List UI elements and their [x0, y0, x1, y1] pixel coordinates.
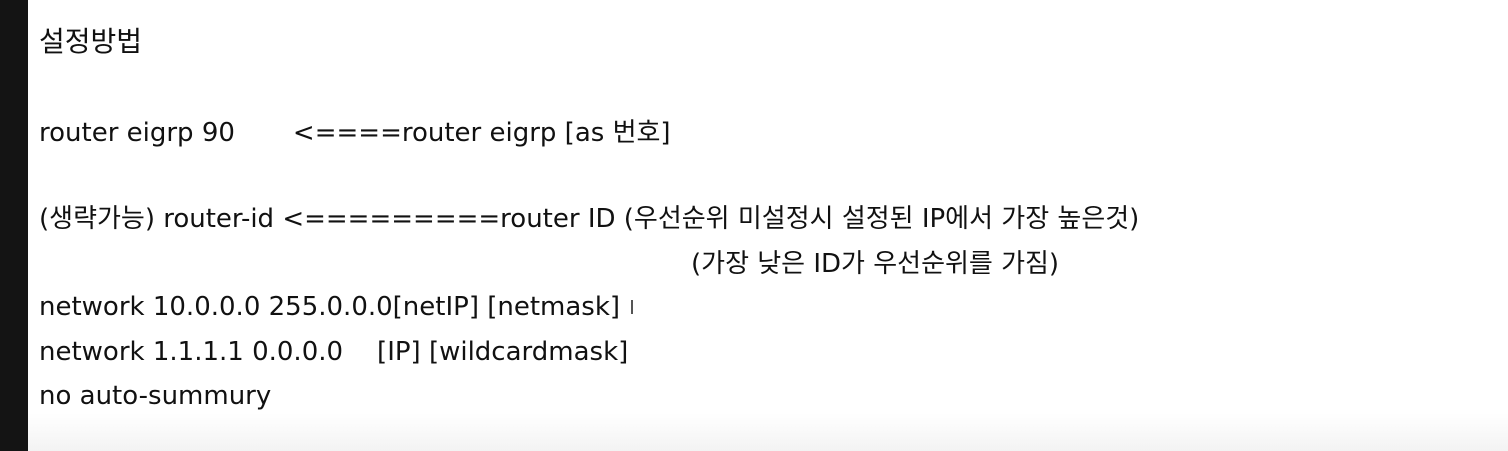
router-eigrp-line: router eigrp 90 <====router eigrp [as 번호] — [39, 117, 671, 149]
page-heading: 설정방법 — [39, 25, 143, 58]
left-edge-bar — [0, 0, 28, 451]
network-line-2: network 1.1.1.1 0.0.0.0 [IP] [wildcardmas… — [39, 336, 628, 368]
network-2-note: [IP] [wildcardmask] — [377, 337, 629, 367]
network-2-command: network 1.1.1.1 0.0.0.0 — [39, 337, 344, 367]
bottom-shade — [28, 413, 1508, 451]
router-eigrp-command: router eigrp 90 — [39, 118, 235, 148]
text-cursor-icon — [631, 300, 633, 314]
document-body: 설정방법 router eigrp 90 <====router eigrp [a… — [39, 0, 1479, 420]
no-auto-summary-line: no auto-summury — [39, 381, 272, 411]
network-line-1: network 10.0.0.0 255.0.0.0[netIP] [netma… — [39, 292, 621, 322]
router-eigrp-note: <====router eigrp [as 번호] — [292, 118, 671, 148]
router-id-note: (가장 낮은 ID가 우선순위를 가짐) — [691, 249, 1060, 279]
router-id-line: (생략가능) router-id <=========router ID (우선… — [39, 204, 1140, 234]
